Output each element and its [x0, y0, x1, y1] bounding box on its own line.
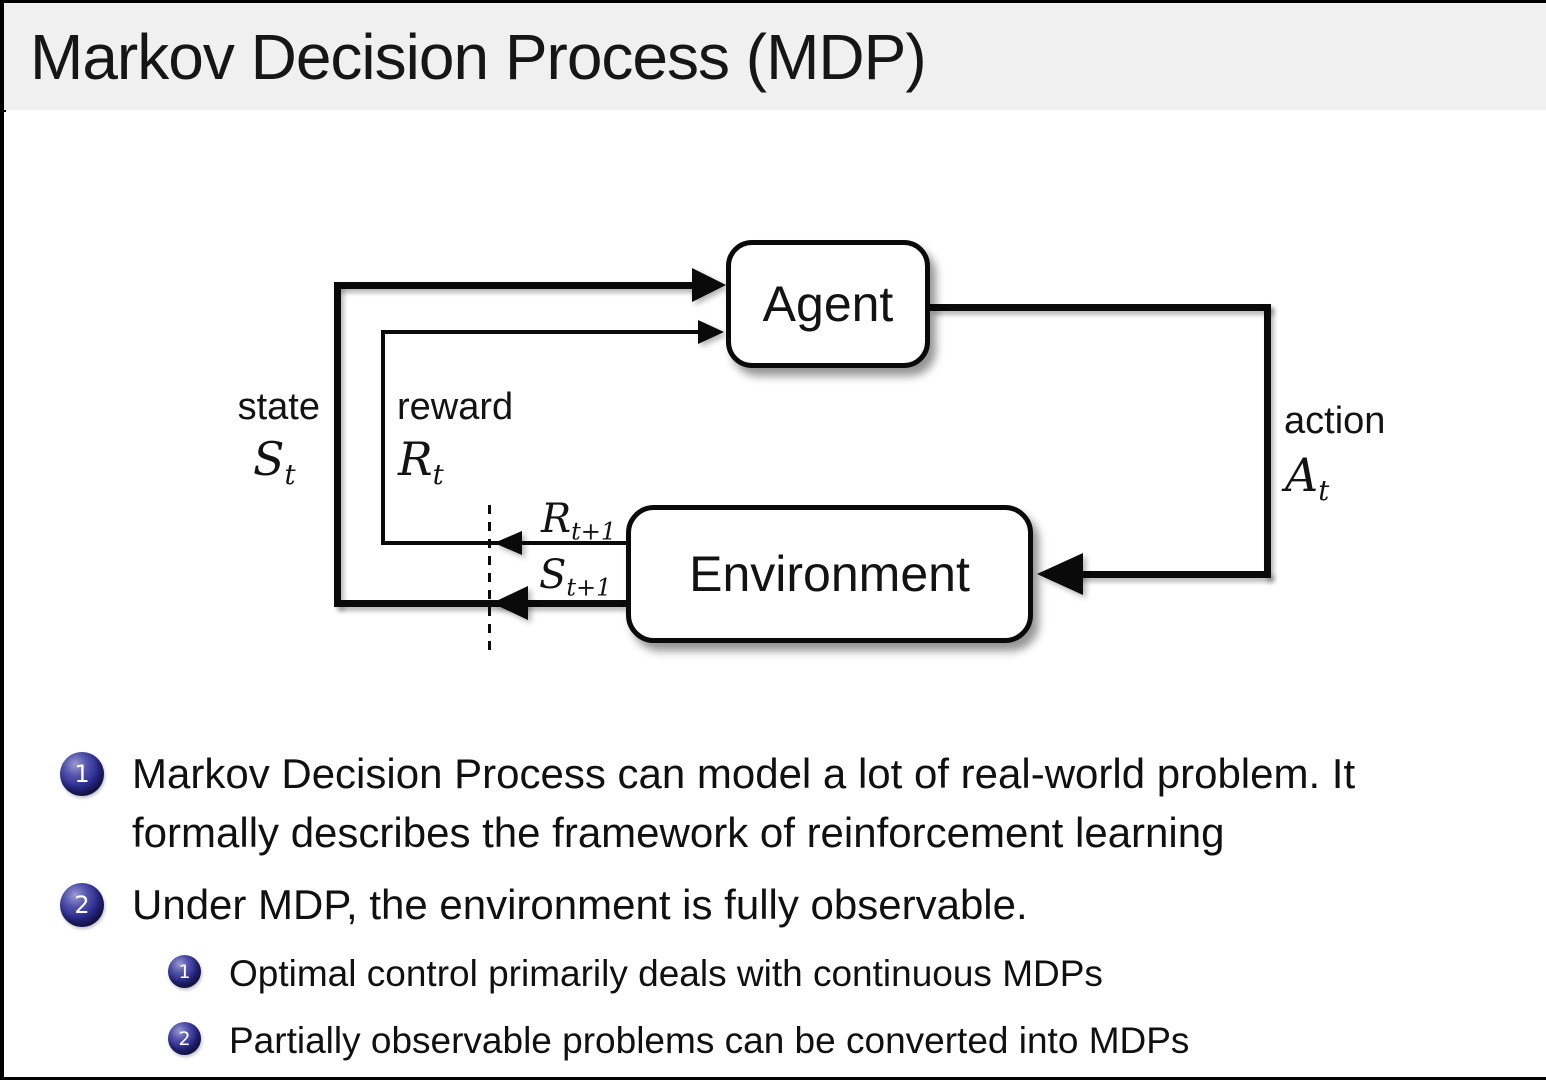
next-reward-arrowhead: [494, 531, 522, 555]
reward-line-vertical: [381, 330, 385, 545]
slide-edge-left: [0, 0, 4, 1080]
state-line-vertical: [334, 282, 341, 607]
bullet-text: Under MDP, the environment is fully obse…: [132, 881, 1028, 928]
slide-edge-top: [0, 0, 1546, 3]
next-state-arrowhead: [492, 586, 528, 620]
sub-bullet-text: Optimal control primarily deals with con…: [229, 953, 1103, 994]
action-label: action: [1284, 400, 1386, 442]
action-arrowhead-into-environment: [1037, 553, 1083, 595]
sub-enumeration-ball-2: 2: [168, 1022, 201, 1055]
sub-enumeration-ball-1: 1: [168, 955, 201, 988]
state-label: state: [237, 386, 320, 428]
list-item: 2 Under MDP, the environment is fully ob…: [60, 875, 1514, 934]
slide-title-bar: Markov Decision Process (MDP): [4, 3, 1546, 110]
action-line-bottom: [1062, 571, 1271, 578]
page-title: Markov Decision Process (MDP): [30, 20, 927, 93]
agent-box: Agent: [726, 240, 930, 368]
environment-box: Environment: [626, 505, 1033, 643]
environment-label: Environment: [689, 546, 970, 602]
time-step-divider: [488, 505, 491, 650]
list-item: 1 Markov Decision Process can model a lo…: [60, 744, 1514, 862]
slide-edge-bottom: [0, 1077, 1546, 1080]
reward-label: reward: [397, 386, 514, 428]
bullet-list: 1 Markov Decision Process can model a lo…: [60, 744, 1514, 1068]
action-line-top: [930, 304, 1271, 311]
bullet-text: Markov Decision Process can model a lot …: [132, 750, 1356, 856]
state-line-top: [337, 282, 693, 289]
reward-symbol: Rt: [398, 432, 444, 491]
enumeration-ball-1: 1: [60, 752, 104, 796]
state-symbol: St: [253, 432, 296, 491]
action-symbol: At: [1285, 448, 1330, 507]
action-line-vertical: [1264, 304, 1271, 578]
next-state-symbol: St+1: [539, 552, 612, 602]
reward-arrowhead-into-agent: [698, 320, 724, 344]
state-arrowhead-into-agent: [692, 268, 726, 302]
enumeration-ball-2: 2: [60, 883, 104, 927]
list-subitem: 1 Optimal control primarily deals with c…: [168, 947, 1514, 1001]
state-line-bottom: [337, 600, 628, 607]
sub-bullet-text: Partially observable problems can be con…: [229, 1020, 1190, 1061]
list-subitem: 2 Partially observable problems can be c…: [168, 1014, 1514, 1068]
next-reward-symbol: Rt+1: [541, 496, 617, 546]
slide-edge-left-title: [0, 0, 6, 112]
agent-label: Agent: [762, 276, 894, 332]
reward-line-top: [383, 330, 698, 334]
